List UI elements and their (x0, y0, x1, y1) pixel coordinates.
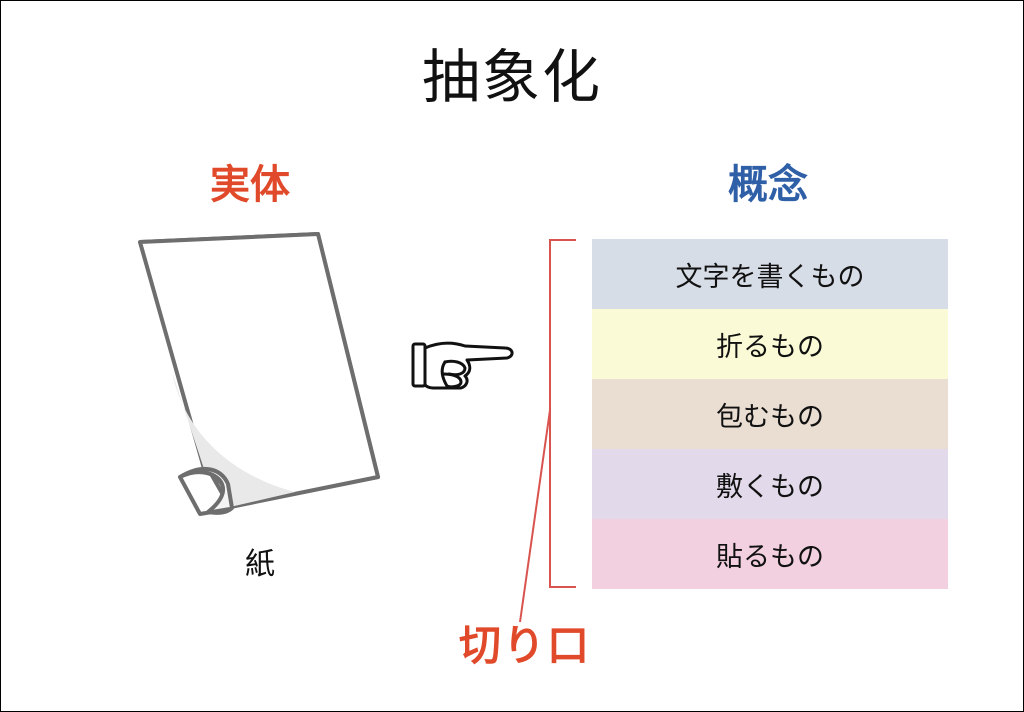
concept-label: 文字を書くもの (675, 261, 865, 293)
concept-label: 包むもの (716, 401, 824, 433)
concept-label: 貼るもの (716, 541, 824, 573)
concept-item-wrap: 包むもの (592, 379, 948, 449)
pointing-hand-icon (411, 341, 514, 390)
concept-list: 文字を書くもの 折るもの 包むもの 敷くもの 貼るもの (592, 239, 948, 589)
concept-label: 敷くもの (716, 471, 824, 503)
entity-heading: 実体 (210, 162, 290, 208)
object-label: 紙 (245, 547, 275, 582)
page-title: 抽象化 (421, 43, 602, 111)
concept-item-stick: 貼るもの (592, 519, 948, 589)
concept-item-write: 文字を書くもの (592, 239, 948, 309)
concept-item-fold: 折るもの (592, 309, 948, 379)
paper-sheet-icon (138, 232, 380, 516)
scope-bracket (519, 239, 576, 623)
concept-label: 折るもの (716, 331, 824, 363)
cut-label: 切り口 (458, 621, 591, 670)
concept-heading: 概念 (728, 162, 808, 208)
concept-item-spread: 敷くもの (592, 449, 948, 519)
